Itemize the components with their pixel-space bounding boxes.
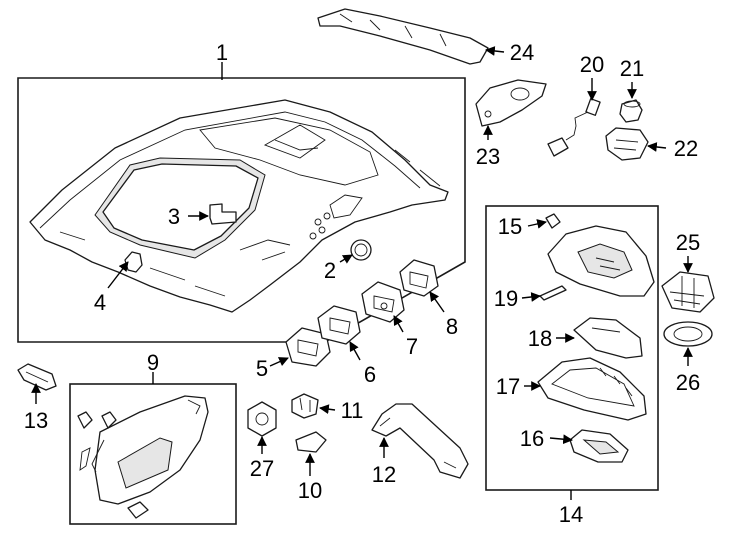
callout-1: 1 bbox=[216, 40, 228, 65]
lens-18-part bbox=[573, 317, 643, 359]
retainer-5-part bbox=[285, 327, 331, 367]
rail-24-part bbox=[317, 8, 489, 65]
bulb-21-part bbox=[619, 99, 643, 123]
clip-13-part bbox=[17, 363, 57, 391]
callout-26: 26 bbox=[676, 370, 700, 395]
lamp-22-part bbox=[605, 127, 649, 161]
overhead-console-group-box bbox=[485, 205, 659, 491]
leader-lines bbox=[31, 46, 693, 500]
callout-25: 25 bbox=[676, 230, 700, 255]
bezel-17-part bbox=[537, 357, 647, 421]
retainer-6-part bbox=[317, 305, 361, 345]
callout-3: 3 bbox=[168, 204, 180, 229]
callout-7: 7 bbox=[406, 334, 418, 359]
bracket-11-part bbox=[291, 393, 319, 419]
callout-20: 20 bbox=[580, 52, 604, 77]
grab-handle-12-part bbox=[371, 403, 469, 479]
cover-10-part bbox=[295, 431, 327, 453]
sunvisor-9-part bbox=[77, 395, 209, 519]
ring-26-part bbox=[663, 321, 713, 347]
callout-10: 10 bbox=[298, 478, 322, 503]
callout-6: 6 bbox=[364, 362, 376, 387]
console-housing-part bbox=[547, 225, 655, 297]
callout-15: 15 bbox=[498, 214, 522, 239]
bezel-27-part bbox=[247, 401, 277, 437]
callout-22: 22 bbox=[674, 136, 698, 161]
bracket-23-part bbox=[475, 79, 547, 127]
callout-5: 5 bbox=[256, 356, 268, 381]
callout-23: 23 bbox=[476, 144, 500, 169]
callout-11: 11 bbox=[341, 398, 364, 423]
callout-2: 2 bbox=[324, 258, 336, 283]
lens-19-part bbox=[539, 285, 567, 301]
callout-12: 12 bbox=[372, 462, 396, 487]
callout-16: 16 bbox=[520, 426, 544, 451]
callout-19: 19 bbox=[494, 286, 518, 311]
callout-17: 17 bbox=[496, 374, 520, 399]
lamp-25-part bbox=[661, 271, 715, 313]
headliner-part bbox=[29, 99, 449, 313]
callout-18: 18 bbox=[528, 326, 552, 351]
harness-20-part bbox=[547, 98, 601, 157]
callout-8: 8 bbox=[446, 314, 458, 339]
callout-24: 24 bbox=[510, 40, 534, 65]
switch-16-part bbox=[569, 429, 629, 463]
grommet-2-part bbox=[350, 239, 372, 261]
clip-3-part bbox=[209, 203, 237, 225]
retainer-8-part bbox=[399, 259, 439, 297]
callout-numbers: 1 2 3 4 5 6 7 8 9 10 11 12 13 14 15 16 1… bbox=[24, 40, 700, 527]
callout-14: 14 bbox=[559, 502, 583, 527]
callout-13: 13 bbox=[24, 408, 48, 433]
clip-15-part bbox=[545, 213, 561, 229]
callout-27: 27 bbox=[250, 456, 274, 481]
callout-4: 4 bbox=[94, 290, 106, 315]
callout-9: 9 bbox=[147, 350, 159, 375]
callout-21: 21 bbox=[620, 56, 644, 81]
retainer-7-part bbox=[361, 281, 405, 323]
